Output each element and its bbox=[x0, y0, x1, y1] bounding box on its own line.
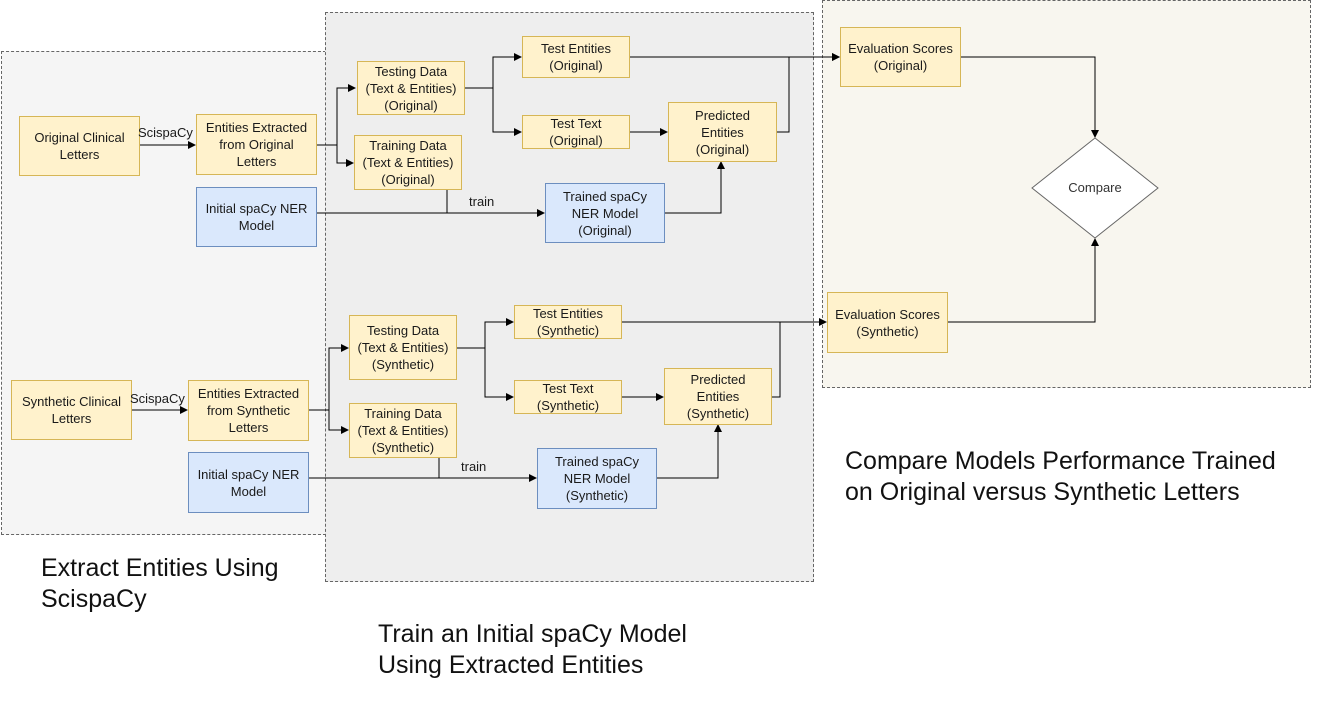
edge-orig-testing-to-test-text bbox=[465, 87, 522, 136]
edge-orig-trained-to-predicted bbox=[665, 161, 725, 214]
syn-train-label: train bbox=[461, 459, 487, 474]
syn-test-text: Test Text (Synthetic) bbox=[514, 380, 622, 414]
edge-syn-extracted-to-testing bbox=[309, 344, 349, 411]
edge-orig-extracted-to-training bbox=[317, 144, 354, 167]
compare-diamond bbox=[1031, 137, 1159, 239]
orig-training-data: Training Data (Text & Entities) (Origina… bbox=[354, 135, 462, 190]
compare-region-caption: Compare Models Performance Trained on Or… bbox=[845, 447, 1276, 506]
syn-entities-extracted: Entities Extracted from Synthetic Letter… bbox=[188, 380, 309, 441]
orig-test-text: Test Text (Original) bbox=[522, 115, 630, 149]
syn-clinical-letters: Synthetic Clinical Letters bbox=[11, 380, 132, 440]
edge-syn-testing-to-test-text bbox=[456, 347, 514, 401]
orig-initial-spacy-model: Initial spaCy NER Model bbox=[196, 187, 317, 247]
syn-initial-spacy-model: Initial spaCy NER Model bbox=[188, 452, 309, 513]
edge-syn-trained-to-predicted bbox=[657, 424, 722, 479]
orig-entities-extracted: Entities Extracted from Original Letters bbox=[196, 114, 317, 175]
edge-syn-eval-to-compare bbox=[947, 238, 1099, 323]
orig-test-entities: Test Entities (Original) bbox=[522, 36, 630, 78]
syn-predicted-entities: Predicted Entities (Synthetic) bbox=[664, 368, 772, 425]
orig-testing-data: Testing Data (Text & Entities) (Original… bbox=[357, 61, 465, 115]
orig-trained-spacy-model: Trained spaCy NER Model (Original) bbox=[545, 183, 665, 243]
train-region-caption: Train an Initial spaCy Model Using Extra… bbox=[378, 620, 687, 679]
orig-scispacy-label: ScispaCy bbox=[138, 125, 193, 140]
edge-syn-predicted-to-eval bbox=[772, 322, 781, 398]
orig-train-label: train bbox=[469, 194, 495, 209]
syn-testing-data: Testing Data (Text & Entities) (Syntheti… bbox=[349, 315, 457, 380]
extract-region-caption: Extract Entities Using ScispaCy bbox=[41, 554, 279, 613]
edge-orig-extracted-to-testing bbox=[317, 84, 356, 146]
syn-trained-spacy-model: Trained spaCy NER Model (Synthetic) bbox=[537, 448, 657, 509]
syn-scispacy-label: ScispaCy bbox=[130, 391, 185, 406]
edge-syn-extracted-to-training bbox=[309, 409, 349, 434]
edge-syn-testing-to-test-entities bbox=[456, 318, 514, 349]
edge-orig-eval-to-compare bbox=[960, 56, 1099, 138]
compare-label: Compare bbox=[1068, 180, 1122, 195]
orig-evaluation-scores: Evaluation Scores (Original) bbox=[840, 27, 961, 87]
syn-evaluation-scores: Evaluation Scores (Synthetic) bbox=[827, 292, 948, 353]
orig-predicted-entities: Predicted Entities (Original) bbox=[668, 102, 777, 162]
edge-orig-predicted-to-eval bbox=[777, 53, 840, 133]
edge-orig-testing-to-test-entities bbox=[465, 53, 522, 89]
orig-clinical-letters: Original Clinical Letters bbox=[19, 116, 140, 176]
syn-test-entities: Test Entities (Synthetic) bbox=[514, 305, 622, 339]
syn-training-data: Training Data (Text & Entities) (Synthet… bbox=[349, 403, 457, 458]
